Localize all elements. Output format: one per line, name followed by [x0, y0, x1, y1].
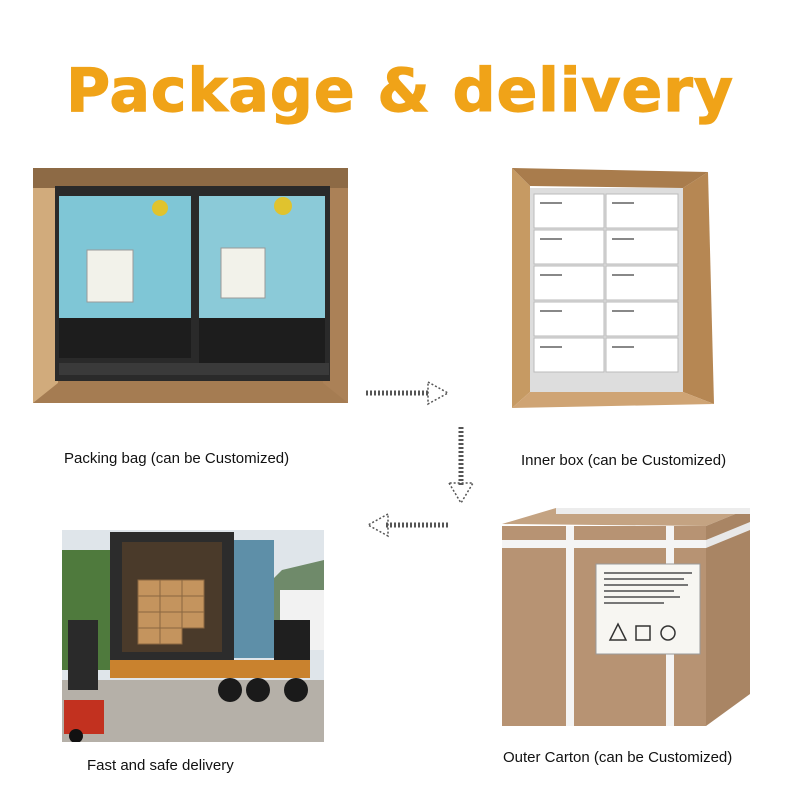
- inner-box-photo: [508, 164, 718, 410]
- dotted-arrow-right-icon: [366, 380, 450, 406]
- page-title: Package & delivery: [65, 55, 734, 126]
- inner-box-caption: Inner box (can be Customized): [521, 452, 727, 469]
- packing-bag-caption: Packing bag (can be Customized): [64, 450, 290, 467]
- packing-bag-photo: [33, 168, 348, 403]
- dotted-arrow-left-icon: [366, 512, 450, 538]
- delivery-caption: Fast and safe delivery: [87, 757, 234, 774]
- delivery-truck-photo: [62, 530, 324, 742]
- outer-carton-photo: [496, 504, 756, 736]
- dotted-arrow-down-icon: [447, 427, 475, 505]
- outer-carton-caption: Outer Carton (can be Customized): [503, 749, 733, 766]
